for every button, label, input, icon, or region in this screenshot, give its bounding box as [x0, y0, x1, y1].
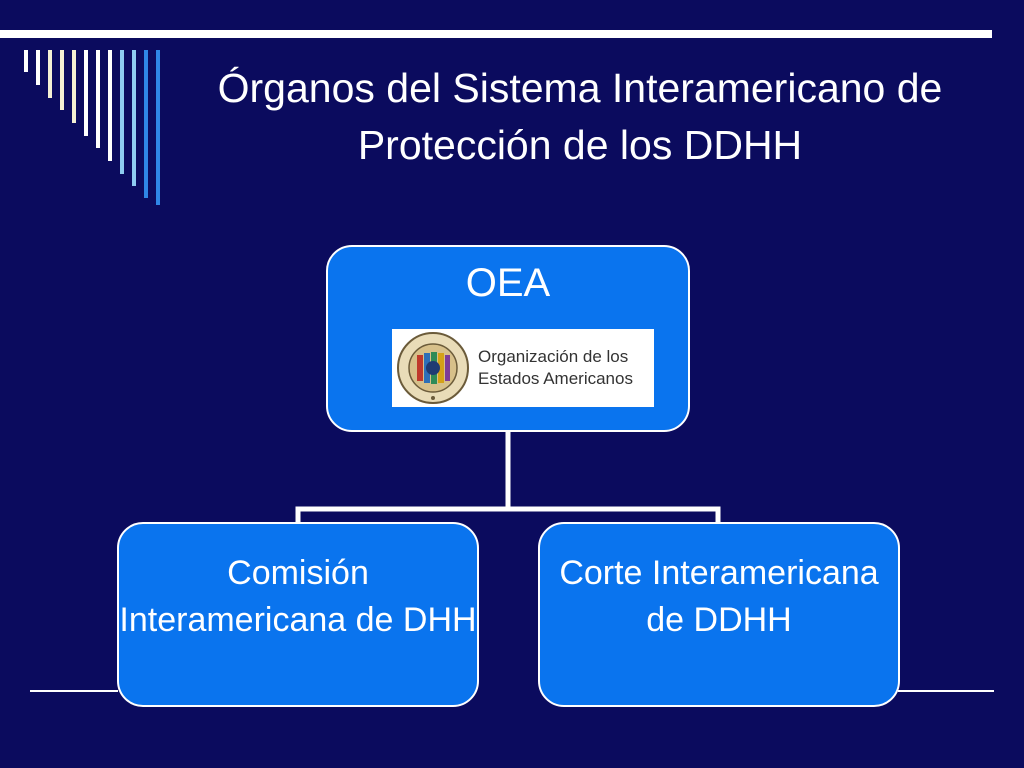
stripe	[156, 50, 160, 205]
oas-seal-icon	[397, 332, 469, 404]
node-label: Corte Interamericana de DDHH	[559, 554, 879, 639]
slide-title: Órganos del Sistema Interamericano de Pr…	[217, 65, 943, 168]
stripe	[60, 50, 64, 110]
stripe	[132, 50, 136, 186]
bottom-rule	[30, 690, 118, 692]
stripe	[48, 50, 52, 98]
oas-logo: Organización de los Estados Americanos	[392, 329, 654, 407]
top-rule	[0, 30, 992, 38]
stripe	[96, 50, 100, 148]
node-label: Comisión Interamericana de DHH	[119, 554, 477, 639]
stripe	[120, 50, 124, 174]
node-oea: OEA Organización de los Estados American…	[326, 245, 690, 432]
stripe	[84, 50, 88, 136]
node-corte: Corte Interamericana de DDHH	[538, 522, 900, 707]
stripe	[108, 50, 112, 161]
node-label: OEA	[465, 261, 551, 305]
stripe	[144, 50, 148, 198]
node-comision: Comisión Interamericana de DHH	[117, 522, 479, 707]
connector-line	[295, 432, 511, 522]
oas-logo-text: Organización de los Estados Americanos	[478, 347, 633, 388]
stripe	[24, 50, 28, 72]
bottom-rule	[898, 690, 994, 692]
stripe	[72, 50, 76, 123]
decorative-stripes	[24, 50, 174, 210]
connector-line	[508, 506, 721, 522]
stripe	[36, 50, 40, 85]
